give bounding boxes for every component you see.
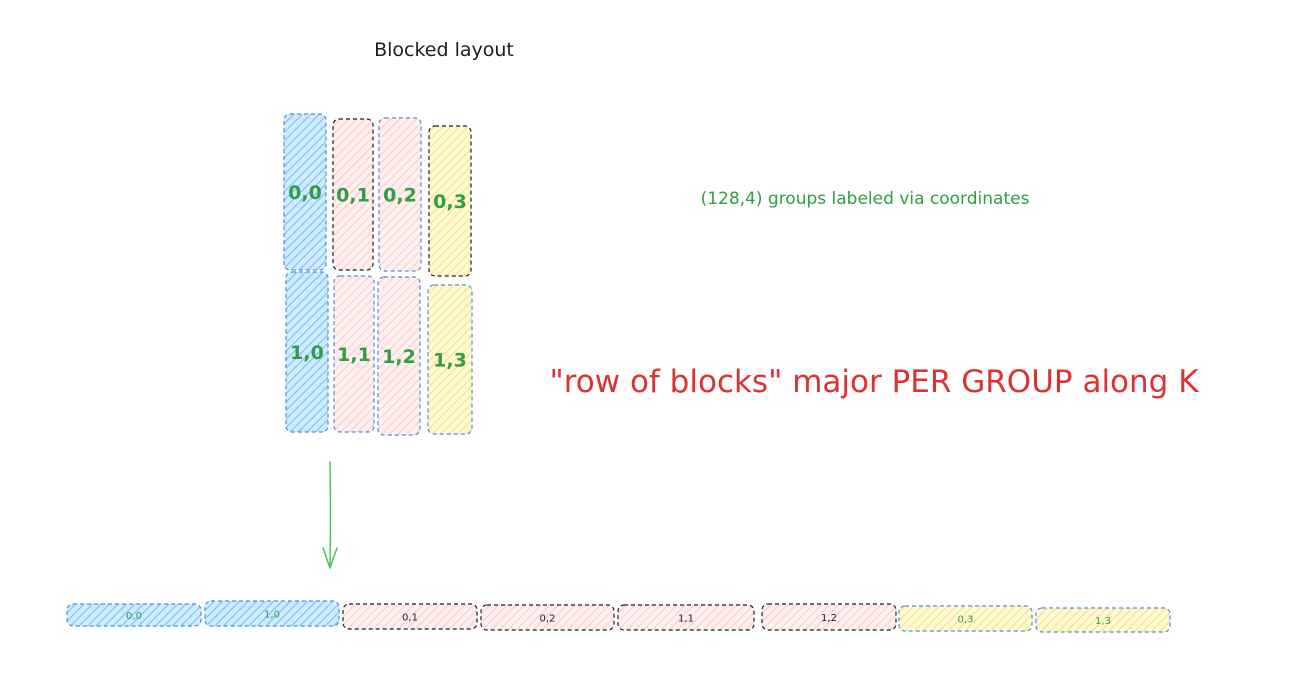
- flat-block-label: 1,1: [678, 614, 694, 625]
- flattened-block-row: 0,0 1,0 0,1 0,2 1,1 1,2 0,3 1,3: [66, 600, 1171, 633]
- grid-block-1-2: [377, 276, 421, 436]
- groups-caption: (128,4) groups labeled via coordinates: [701, 189, 1030, 209]
- grid-block-label: 0,0: [288, 182, 322, 204]
- flat-block-label: 1,2: [821, 613, 837, 624]
- flat-block-0-2: [480, 604, 615, 631]
- flat-block-label: 0,2: [540, 614, 556, 625]
- grid-block-label: 0,3: [433, 191, 467, 213]
- grid-block-0-2: [378, 117, 422, 272]
- grid-block-0-3: [428, 125, 472, 277]
- grid-block-0-0: [283, 113, 327, 271]
- block-grid: 0,0 0,1 0,2 0,3 1,0 1,1 1,2 1,3: [283, 113, 473, 436]
- flat-block-label: 1,3: [1095, 616, 1111, 627]
- grid-block-label: 0,1: [336, 185, 370, 207]
- grid-block-label: 1,3: [433, 350, 467, 372]
- flat-block-label: 0,3: [958, 615, 974, 626]
- flat-block-1-1: [617, 604, 755, 631]
- arrow-head: [322, 547, 338, 569]
- grid-block-1-3: [427, 284, 473, 435]
- grid-block-label: 1,2: [382, 346, 416, 368]
- flat-block-label: 0,1: [402, 613, 418, 624]
- flat-block-label: 1,0: [264, 610, 280, 621]
- down-arrow: [322, 461, 338, 569]
- grid-block-label: 1,0: [290, 342, 324, 364]
- flat-block-0-1: [342, 603, 478, 630]
- major-order-caption: "row of blocks" major PER GROUP along K: [549, 364, 1199, 400]
- grid-block-1-1: [333, 275, 375, 433]
- flat-block-0-0: [66, 603, 202, 627]
- flat-block-1-3: [1035, 607, 1171, 633]
- flat-block-1-2: [761, 603, 897, 631]
- grid-block-0-1: [332, 118, 374, 271]
- grid-block-1-0: [285, 271, 329, 433]
- flat-block-label: 0,0: [126, 611, 142, 622]
- flat-block-0-3: [898, 605, 1033, 632]
- arrow-shaft: [329, 461, 332, 569]
- grid-block-label: 0,2: [383, 185, 417, 207]
- grid-block-label: 1,1: [337, 344, 371, 366]
- flat-block-1-0: [204, 600, 340, 627]
- diagram-title: Blocked layout: [374, 39, 514, 61]
